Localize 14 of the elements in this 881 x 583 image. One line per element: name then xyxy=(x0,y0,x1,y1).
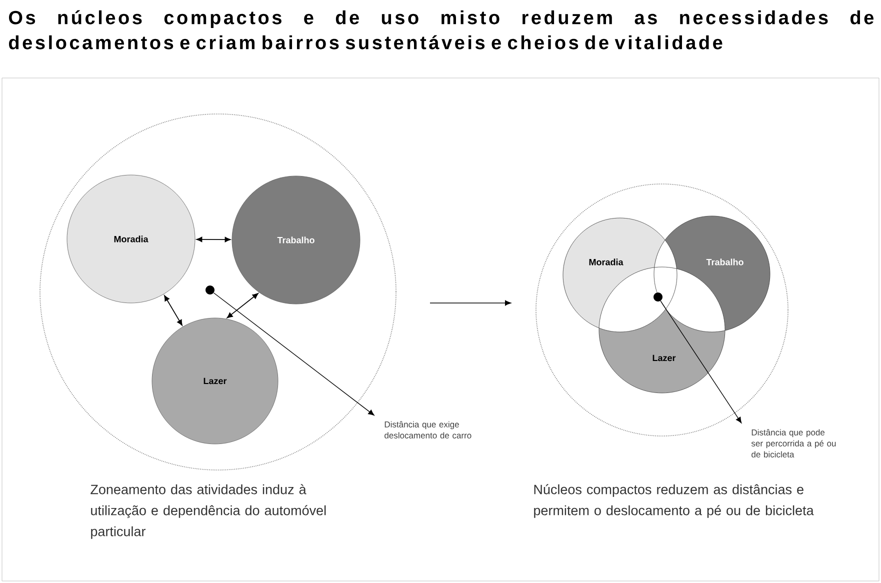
arrow xyxy=(164,295,182,326)
distance-note: Distância que exige deslocamento de carro xyxy=(384,421,472,438)
title: Os núcleos compactos e de uso misto reduzem as necessidades de deslocamentos e criam bairros sustentáveis e cheios de vitalidade xyxy=(9,10,874,50)
leader-arrow xyxy=(213,292,374,416)
caption: Zoneamento das atividades induz à utilização e dependência do automóvel particular xyxy=(90,484,326,539)
transition-arrow xyxy=(430,300,512,306)
dotted-circle xyxy=(536,184,788,436)
center-dot xyxy=(654,292,662,302)
caption: Núcleos compactos reduzem as distâncias e permitem o deslocamento a pé ou de bicicleta xyxy=(534,484,814,518)
distance-note: Distância que pode ser percorrida a pé ou de bicicleta xyxy=(751,429,836,458)
center-dot xyxy=(206,285,214,294)
arrow xyxy=(226,293,258,318)
arrow xyxy=(196,236,231,242)
leader-arrow xyxy=(660,300,742,424)
